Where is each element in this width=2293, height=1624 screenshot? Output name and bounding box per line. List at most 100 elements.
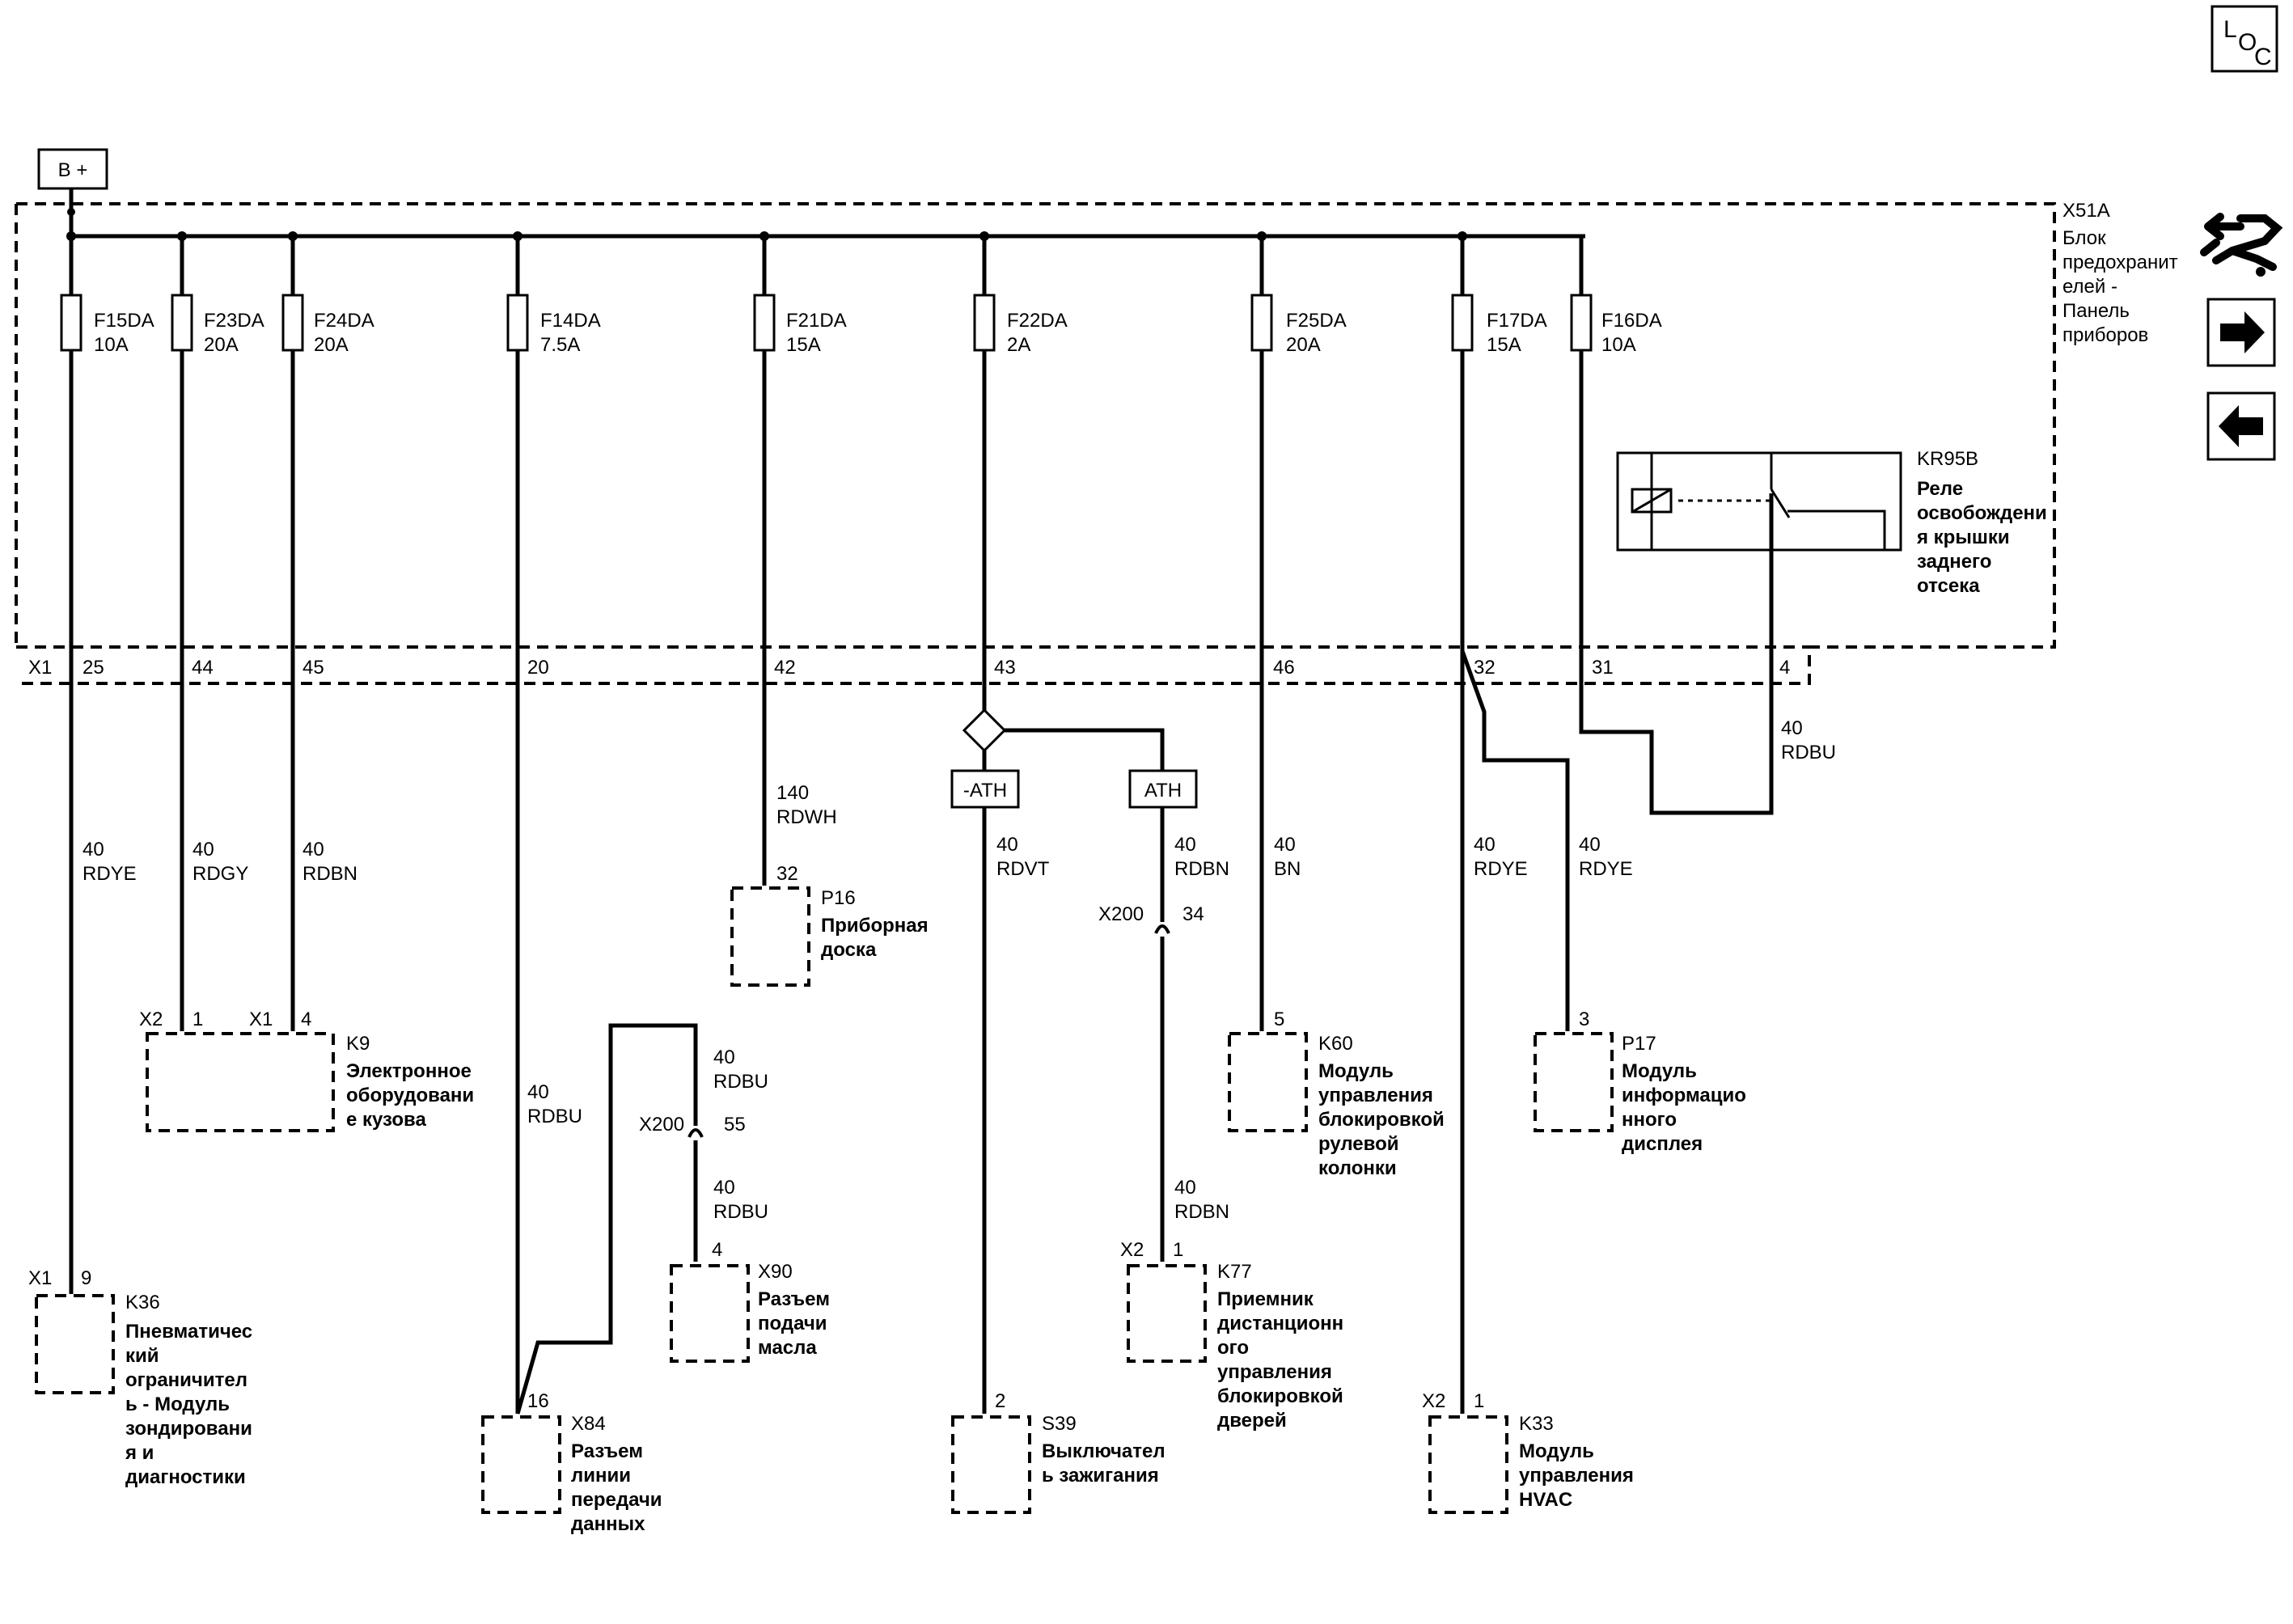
fuse-id: F14DA [540, 310, 601, 332]
component-name-line: зондировани [125, 1418, 252, 1440]
fuse-block-outline [15, 202, 2056, 685]
arrow-left-icon[interactable] [2219, 405, 2263, 447]
component-name-line: рулевой [1318, 1133, 1399, 1155]
component-k60: 5 K60 Модуль управления блокировкой руле… [1228, 1009, 1445, 1179]
component-connector: X2 [1422, 1390, 1445, 1412]
component-name-line: я и [125, 1442, 154, 1464]
fuse-f15da: F15DA 10A 25 [60, 231, 154, 1294]
component-p16: 32 P16 Приборная доска [730, 863, 929, 987]
fuse-pin: 20 [527, 657, 549, 679]
component-id: S39 [1042, 1413, 1077, 1435]
component-pin: 4 [301, 1009, 311, 1030]
component-k36: X1 9 K36 Пневматичес кий ограничител ь -… [28, 1267, 252, 1488]
fuse-pin: 32 [1474, 657, 1496, 679]
component-id: X90 [758, 1261, 793, 1283]
option-splice: -ATH ATH X200 34 [950, 708, 1204, 1414]
relay-name-line: я крышки [1916, 527, 2010, 548]
wire-gauge: 40 [713, 1177, 735, 1199]
component-name-line: дисплея [1622, 1133, 1703, 1155]
component-k33: X2 1 K33 Модуль управления HVAC [1422, 1390, 1634, 1514]
component-name-line: Разъем [758, 1288, 830, 1310]
component-pin: 1 [1173, 1239, 1183, 1261]
fuse-pin: 31 [1592, 657, 1614, 679]
component-name-line: ограничител [125, 1369, 247, 1391]
wire-color: BN [1274, 858, 1301, 880]
component-name-line: Модуль [1519, 1440, 1594, 1462]
component-pin: 5 [1274, 1009, 1284, 1030]
wire-gauge: 40 [1474, 834, 1496, 856]
wiring-harness-icon[interactable] [2200, 213, 2283, 277]
option-no-ath-label: -ATH [963, 780, 1007, 801]
relay-kr95b: KR95B Реле освобождени я крышки заднего … [1616, 448, 2047, 679]
component-name-line: нного [1622, 1109, 1677, 1131]
component-name-line: блокировкой [1318, 1109, 1445, 1131]
component-connector: X1 [28, 1267, 52, 1289]
fuse-id: F17DA [1487, 310, 1547, 332]
fuse-id: F25DA [1286, 310, 1347, 332]
component-k9: X2 1 X1 4 K9 Электронное оборудовани е к… [139, 1009, 474, 1132]
loc-letter-l: L [2223, 16, 2237, 43]
fuse-f23da: F23DA 20A 44 [171, 231, 264, 1031]
component-name-line: дверей [1217, 1410, 1287, 1432]
wire-color: RDYE [1579, 858, 1633, 880]
fuse-rating: 15A [786, 334, 821, 356]
wire-gauge: 40 [527, 1081, 549, 1103]
component-id: K60 [1318, 1033, 1353, 1055]
fuse-pin: 25 [82, 657, 104, 679]
component-id: P16 [821, 887, 856, 909]
component-s39: 2 S39 Выключател ь зажигания [951, 1390, 1166, 1514]
fuse-rating: 20A [204, 334, 239, 356]
component-name-line: информацио [1622, 1085, 1746, 1106]
fuse-rating: 10A [94, 334, 129, 356]
wire-gauge: 40 [713, 1047, 735, 1068]
fuse-rating: 2A [1007, 334, 1030, 356]
wire-gauge: 40 [192, 839, 214, 861]
back-button-frame[interactable] [2206, 391, 2276, 461]
fuse-f16da: F16DA 10A 31 [1460, 236, 1774, 1414]
wire-gauge: 140 [776, 782, 809, 804]
fuse-block-name-line: Панель [2062, 300, 2130, 322]
loc-letter-c: C [2254, 44, 2272, 70]
component-pin: 1 [1474, 1390, 1484, 1412]
fuse-block-name: Блок предохранит елей - Панель приборов [2062, 227, 2178, 346]
fuse-id: F23DA [204, 310, 264, 332]
fuse-pin: 45 [302, 657, 324, 679]
inline-connector-pin: 34 [1182, 903, 1204, 925]
wire-color: RDBU [713, 1071, 768, 1093]
fuse-pin: 43 [994, 657, 1016, 679]
wire-color: RDVT [996, 858, 1050, 880]
relay-name-line: освобождени [1917, 502, 2047, 524]
inline-connector-id: X200 [639, 1114, 684, 1136]
back-button[interactable] [2206, 391, 2276, 461]
forward-button[interactable] [2206, 298, 2276, 367]
wire-color: RDYE [82, 863, 137, 885]
wire-gauge: 40 [996, 834, 1018, 856]
arrow-right-icon[interactable] [2220, 311, 2265, 353]
fuse-rating: 20A [1286, 334, 1321, 356]
forward-button-frame[interactable] [2206, 298, 2276, 367]
fuse-block-name-line: Блок [2062, 227, 2106, 249]
component-id: K9 [346, 1033, 370, 1055]
component-name-line: Приборная [821, 915, 929, 937]
wire-gauge: 40 [82, 839, 104, 861]
relay-id: KR95B [1917, 448, 1978, 470]
component-id: K36 [125, 1292, 160, 1313]
fuse-rating: 15A [1487, 334, 1521, 356]
wire-color: RDYE [1474, 858, 1528, 880]
component-name-line: масла [758, 1337, 817, 1359]
wire-color: RDBU [713, 1201, 768, 1223]
component-name-line: данных [571, 1513, 645, 1535]
fuse-pin: 42 [774, 657, 796, 679]
loc-icon: L O C [2211, 5, 2278, 73]
component-pin: 4 [712, 1239, 722, 1261]
component-name-line: линии [571, 1465, 631, 1487]
relay-name-line: Реле [1917, 478, 1963, 500]
fuse-id: F24DA [314, 310, 374, 332]
component-name-line: HVAC [1519, 1489, 1572, 1511]
wire-labels: 40 RDYE 40 RDGY 40 RDBN 40 RDBU 140 RDWH… [82, 717, 1836, 1223]
component-id: K77 [1217, 1261, 1252, 1283]
wire-color: RDGY [192, 863, 248, 885]
component-name-line: диагностики [125, 1466, 246, 1488]
fuse-rating: 7.5A [540, 334, 580, 356]
fuse-f14da: F14DA 7.5A 20 [506, 231, 601, 1414]
